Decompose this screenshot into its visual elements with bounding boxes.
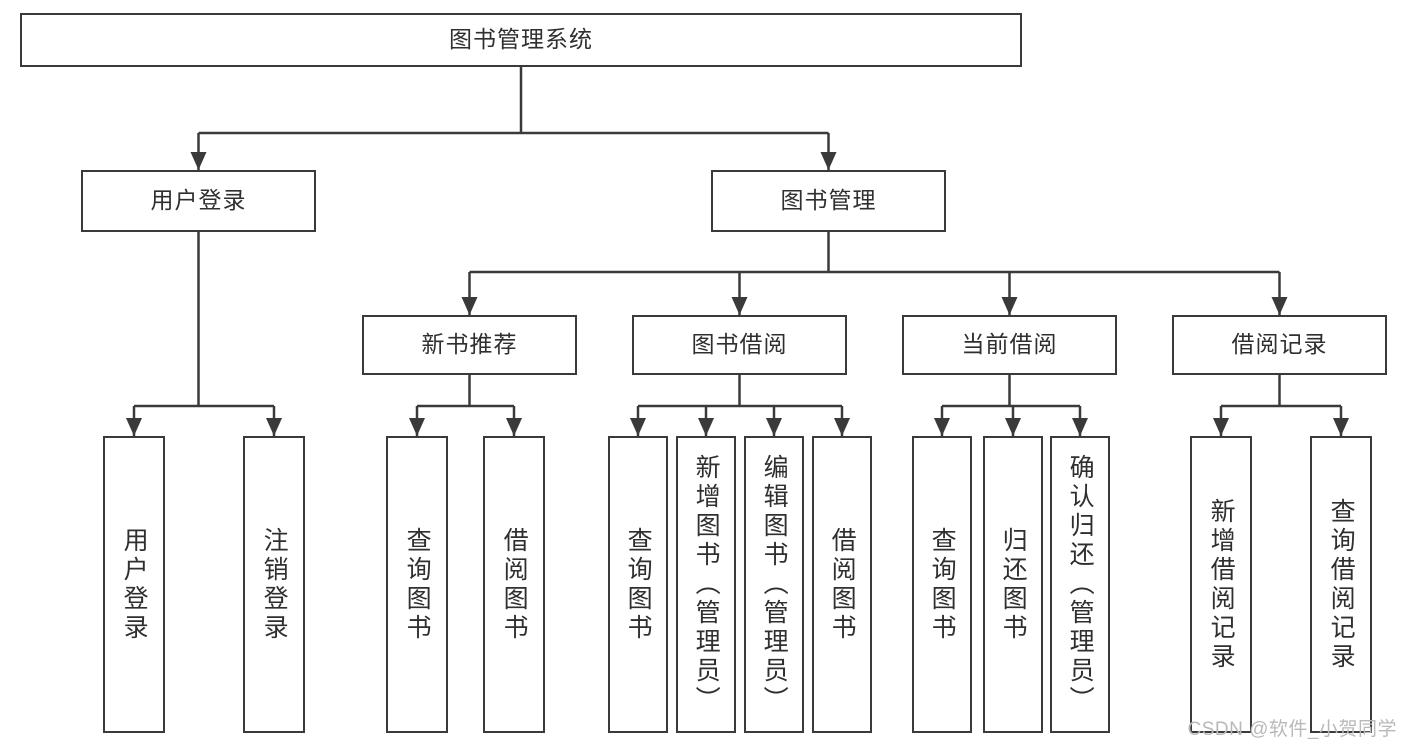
arrowhead-leaf-user-login: [126, 418, 142, 436]
node-label-leaf-cb-return: 归还图书: [999, 526, 1028, 643]
arrowhead-leaf-cb-confirm: [1072, 418, 1088, 436]
arrowhead-leaf-br-query: [1333, 418, 1349, 436]
arrowhead-leaf-cb-query: [934, 418, 950, 436]
arrowhead-leaf-bb-edit: [766, 418, 782, 436]
node-label-root: 图书管理系统: [449, 26, 593, 53]
arrowhead-leaf-rec-borrow: [506, 418, 522, 436]
node-label-leaf-bb-query: 查询图书: [624, 526, 653, 643]
node-label-book-manage: 图书管理: [780, 187, 877, 214]
arrowhead-leaf-logout: [266, 418, 282, 436]
node-leaf-rec-borrow[interactable]: 借阅图书: [483, 436, 545, 733]
node-leaf-cb-confirm[interactable]: 确认归还（管理员）: [1050, 436, 1110, 733]
arrowhead-book-borrow: [731, 297, 748, 315]
node-label-leaf-rec-borrow: 借阅图书: [500, 526, 529, 643]
node-leaf-cb-query[interactable]: 查询图书: [912, 436, 972, 733]
node-root[interactable]: 图书管理系统: [20, 13, 1022, 67]
arrowhead-borrow-record: [1271, 297, 1288, 315]
arrowhead-leaf-cb-return: [1005, 418, 1021, 436]
node-label-leaf-cb-confirm: 确认归还（管理员）: [1066, 454, 1095, 715]
arrowhead-current-borrow: [1001, 297, 1018, 315]
node-label-new-book-rec: 新书推荐: [421, 331, 518, 358]
arrowhead-leaf-bb-add: [698, 418, 714, 436]
node-leaf-user-login[interactable]: 用户登录: [103, 436, 165, 733]
node-borrow-record[interactable]: 借阅记录: [1172, 315, 1387, 375]
arrowhead-leaf-br-add: [1213, 418, 1229, 436]
node-leaf-rec-query[interactable]: 查询图书: [386, 436, 448, 733]
node-label-leaf-bb-add: 新增图书（管理员）: [692, 454, 721, 715]
node-leaf-br-query[interactable]: 查询借阅记录: [1310, 436, 1372, 733]
node-leaf-logout[interactable]: 注销登录: [243, 436, 305, 733]
node-current-borrow[interactable]: 当前借阅: [902, 315, 1117, 375]
node-label-user-login: 用户登录: [150, 187, 247, 214]
node-label-leaf-br-query: 查询借阅记录: [1327, 497, 1356, 672]
node-label-leaf-bb-edit: 编辑图书（管理员）: [760, 454, 789, 715]
node-label-leaf-logout: 注销登录: [260, 526, 289, 643]
arrowhead-leaf-bb-borrow: [834, 418, 850, 436]
node-label-current-borrow: 当前借阅: [961, 331, 1058, 358]
node-book-manage[interactable]: 图书管理: [711, 170, 946, 232]
node-label-borrow-record: 借阅记录: [1231, 331, 1328, 358]
node-label-leaf-user-login: 用户登录: [120, 526, 149, 643]
node-label-leaf-cb-query: 查询图书: [928, 526, 957, 643]
node-leaf-bb-query[interactable]: 查询图书: [608, 436, 668, 733]
arrowhead-new-book-rec: [461, 297, 478, 315]
node-leaf-cb-return[interactable]: 归还图书: [983, 436, 1043, 733]
node-leaf-br-add[interactable]: 新增借阅记录: [1190, 436, 1252, 733]
node-leaf-bb-borrow[interactable]: 借阅图书: [812, 436, 872, 733]
arrowhead-book-manage: [820, 152, 837, 170]
node-label-book-borrow: 图书借阅: [691, 331, 788, 358]
node-new-book-rec[interactable]: 新书推荐: [362, 315, 577, 375]
node-book-borrow[interactable]: 图书借阅: [632, 315, 847, 375]
watermark-label: CSDN @软件_小贺同学: [1187, 719, 1397, 740]
node-label-leaf-bb-borrow: 借阅图书: [828, 526, 857, 643]
arrowhead-leaf-rec-query: [409, 418, 425, 436]
node-leaf-bb-add[interactable]: 新增图书（管理员）: [676, 436, 736, 733]
node-user-login[interactable]: 用户登录: [81, 170, 316, 232]
node-leaf-bb-edit[interactable]: 编辑图书（管理员）: [744, 436, 804, 733]
arrowhead-leaf-bb-query: [630, 418, 646, 436]
node-label-leaf-rec-query: 查询图书: [403, 526, 432, 643]
node-label-leaf-br-add: 新增借阅记录: [1207, 497, 1236, 672]
arrowhead-user-login: [190, 152, 207, 170]
